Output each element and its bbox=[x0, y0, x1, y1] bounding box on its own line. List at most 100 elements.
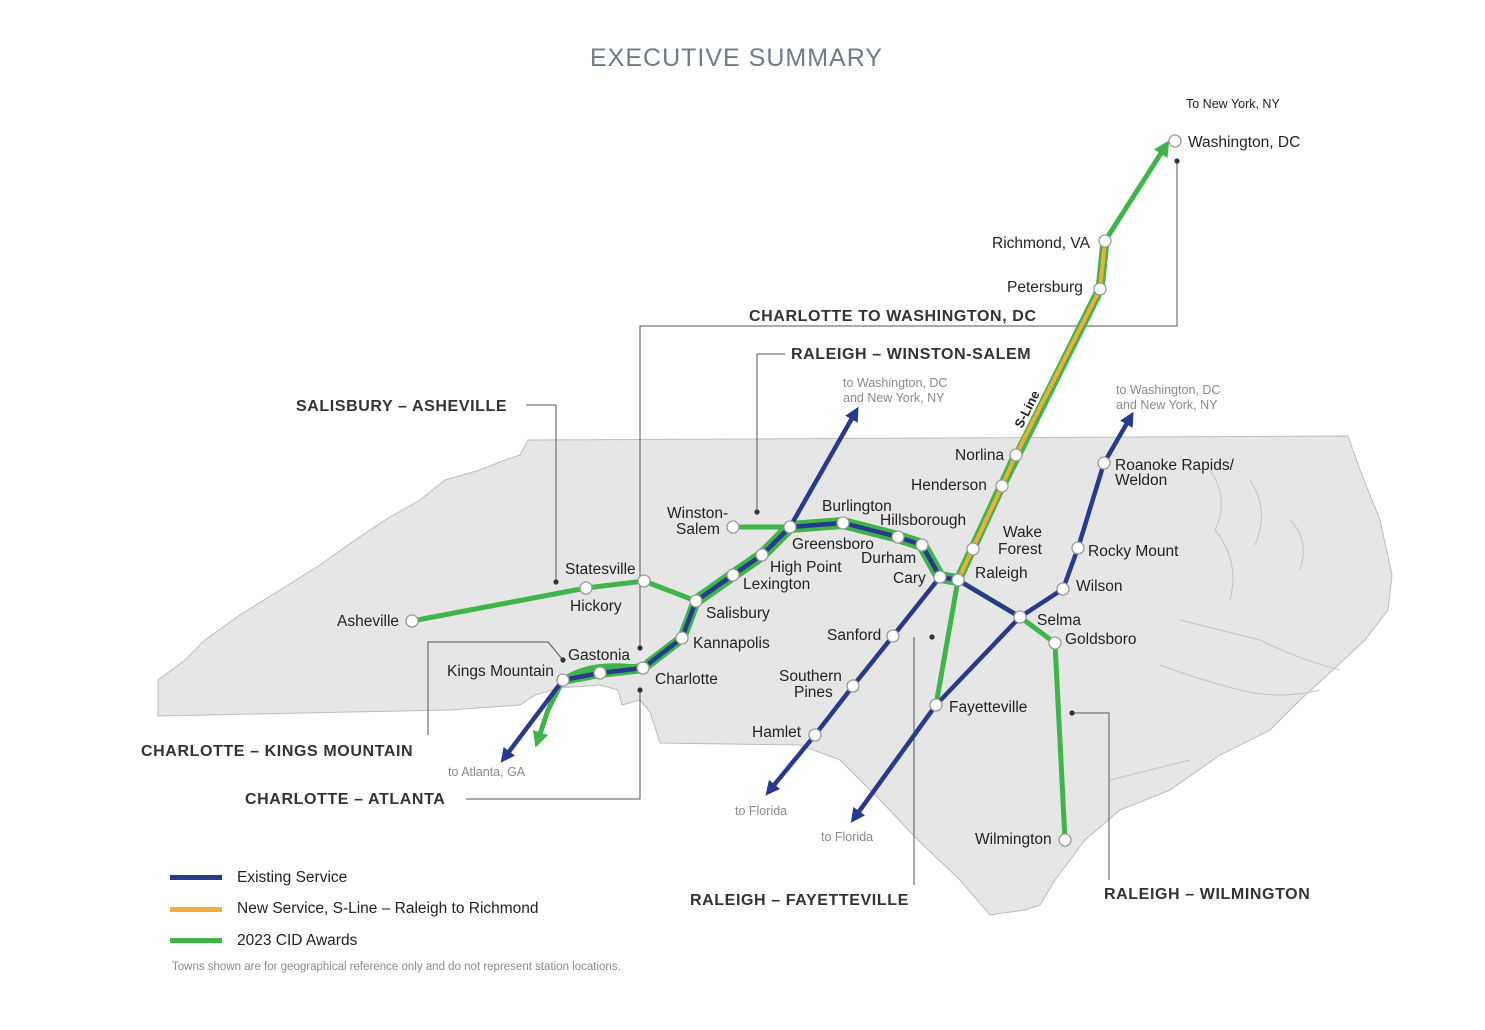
label-wilson: Wilson bbox=[1076, 578, 1123, 595]
label-kings-mountain: Kings Mountain bbox=[447, 663, 554, 680]
marker-cary bbox=[933, 570, 947, 584]
marker-kannapolis bbox=[675, 631, 689, 645]
state-outline bbox=[157, 435, 1393, 916]
dest-florida-1: to Florida bbox=[735, 804, 787, 818]
legend: Existing Service New Service, S-Line – R… bbox=[170, 862, 539, 957]
label-hickory: Hickory bbox=[570, 598, 622, 615]
route-raleigh-wilmington: RALEIGH – WILMINGTON bbox=[1104, 886, 1310, 903]
label-high-point: High Point bbox=[770, 559, 842, 576]
legend-label-cid: 2023 CID Awards bbox=[237, 931, 358, 949]
dest-dc-ny-1b: and New York, NY bbox=[843, 391, 945, 405]
label-hillsborough: Hillsborough bbox=[880, 512, 966, 529]
label-durham: Durham bbox=[861, 550, 916, 567]
marker-norlina bbox=[1009, 448, 1023, 462]
legend-item-cid: 2023 CID Awards bbox=[170, 925, 539, 957]
dest-atlanta: to Atlanta, GA bbox=[448, 765, 526, 779]
route-raleigh-fayetteville: RALEIGH – FAYETTEVILLE bbox=[690, 892, 909, 909]
dest-dc-ny-2b: and New York, NY bbox=[1116, 398, 1218, 412]
marker-petersburg bbox=[1093, 282, 1107, 296]
label-salisbury: Salisbury bbox=[706, 605, 770, 622]
callout-leaders bbox=[427, 161, 1178, 885]
label-kannapolis: Kannapolis bbox=[693, 635, 770, 652]
label-sanford: Sanford bbox=[827, 627, 881, 644]
marker-hickory bbox=[579, 581, 593, 595]
label-selma: Selma bbox=[1037, 612, 1081, 629]
label-raleigh: Raleigh bbox=[975, 565, 1028, 582]
label-goldsboro: Goldsboro bbox=[1065, 631, 1137, 648]
route-charlotte-atlanta: CHARLOTTE – ATLANTA bbox=[245, 791, 445, 808]
label-richmond: Richmond, VA bbox=[992, 235, 1091, 252]
marker-wilson bbox=[1056, 582, 1070, 596]
label-southern-pines-1: Southern bbox=[779, 668, 842, 685]
page-title: EXECUTIVE SUMMARY bbox=[590, 44, 883, 72]
marker-kings-mountain bbox=[556, 673, 570, 687]
label-rocky-mount: Rocky Mount bbox=[1088, 543, 1179, 560]
dest-dc-ny-2a: to Washington, DC bbox=[1116, 383, 1220, 397]
marker-southern-pines bbox=[846, 679, 860, 693]
label-hamlet: Hamlet bbox=[752, 724, 802, 741]
marker-wake-forest bbox=[966, 542, 980, 556]
label-petersburg: Petersburg bbox=[1007, 279, 1083, 296]
marker-high-point bbox=[755, 548, 769, 562]
marker-durham bbox=[915, 538, 929, 552]
label-southern-pines-2: Pines bbox=[794, 684, 833, 701]
marker-charlotte bbox=[636, 661, 650, 675]
town-markers bbox=[405, 134, 1182, 847]
legend-swatch-cid bbox=[170, 938, 222, 944]
label-burlington: Burlington bbox=[822, 498, 892, 515]
marker-rocky-mount bbox=[1071, 541, 1085, 555]
marker-winston-salem bbox=[726, 520, 740, 534]
label-roanoke-1: Roanoke Rapids/ bbox=[1115, 457, 1235, 474]
route-charlotte-kings-mountain: CHARLOTTE – KINGS MOUNTAIN bbox=[141, 743, 413, 760]
label-winston-2: Salem bbox=[676, 521, 720, 538]
callout-dots bbox=[553, 158, 1180, 716]
marker-fayetteville bbox=[929, 698, 943, 712]
marker-selma bbox=[1013, 610, 1027, 624]
marker-greensboro bbox=[783, 520, 797, 534]
legend-swatch-existing bbox=[170, 875, 222, 881]
label-asheville: Asheville bbox=[337, 613, 399, 630]
marker-hamlet bbox=[808, 728, 822, 742]
legend-item-existing: Existing Service bbox=[170, 862, 539, 894]
dest-florida-2: to Florida bbox=[821, 830, 873, 844]
label-cary: Cary bbox=[893, 570, 926, 587]
marker-raleigh bbox=[951, 573, 965, 587]
label-roanoke-2: Weldon bbox=[1115, 472, 1167, 489]
legend-label-existing: Existing Service bbox=[237, 868, 348, 886]
legend-swatch-new-sline bbox=[170, 906, 222, 912]
label-wake-forest-1: Wake bbox=[1003, 524, 1042, 541]
marker-asheville bbox=[405, 614, 419, 628]
marker-wilmington bbox=[1058, 833, 1072, 847]
route-salisbury-asheville: SALISBURY – ASHEVILLE bbox=[296, 398, 507, 415]
label-fayetteville: Fayetteville bbox=[949, 699, 1027, 716]
dest-dc-ny-1a: to Washington, DC bbox=[843, 376, 947, 390]
marker-lexington bbox=[726, 568, 740, 582]
footnote: Towns shown are for geographical referen… bbox=[172, 961, 621, 973]
label-gastonia: Gastonia bbox=[568, 647, 630, 664]
label-winston-1: Winston- bbox=[667, 505, 728, 522]
marker-roanoke-rapids bbox=[1097, 456, 1111, 470]
marker-gastonia bbox=[593, 666, 607, 680]
marker-salisbury bbox=[689, 594, 703, 608]
legend-label-new-sline: New Service, S-Line – Raleigh to Richmon… bbox=[237, 900, 539, 918]
marker-statesville bbox=[637, 574, 651, 588]
label-henderson: Henderson bbox=[911, 477, 987, 494]
label-greensboro: Greensboro bbox=[792, 536, 874, 553]
label-norlina: Norlina bbox=[955, 447, 1004, 464]
label-wake-forest-2: Forest bbox=[998, 541, 1043, 558]
coastline-detail bbox=[1109, 469, 1341, 781]
marker-hillsborough bbox=[891, 530, 905, 544]
route-charlotte-washington: CHARLOTTE TO WASHINGTON, DC bbox=[749, 308, 1037, 325]
legend-item-new-sline: New Service, S-Line – Raleigh to Richmon… bbox=[170, 894, 539, 926]
marker-richmond bbox=[1098, 234, 1112, 248]
dest-new-york: To New York, NY bbox=[1186, 97, 1280, 111]
marker-burlington bbox=[836, 516, 850, 530]
label-charlotte: Charlotte bbox=[655, 671, 718, 688]
city-labels: Washington, DC Richmond, VA Petersburg N… bbox=[337, 134, 1300, 848]
marker-goldsboro bbox=[1048, 636, 1062, 650]
label-statesville: Statesville bbox=[565, 561, 636, 578]
label-washington: Washington, DC bbox=[1188, 134, 1300, 151]
label-wilmington: Wilmington bbox=[975, 831, 1052, 848]
marker-washington bbox=[1168, 134, 1182, 148]
